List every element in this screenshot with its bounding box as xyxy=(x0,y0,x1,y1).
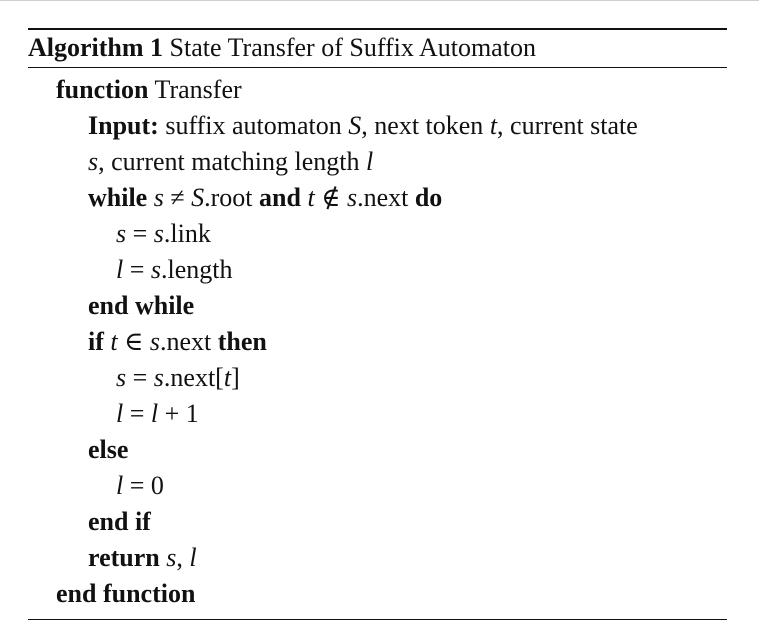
var-s: s xyxy=(153,183,164,212)
input-text-1: suffix automaton xyxy=(165,111,349,140)
keyword-if: if xyxy=(88,327,104,356)
field-length: .length xyxy=(161,255,233,284)
op-in: ∈ xyxy=(117,327,150,356)
line-while: while s ≠ S.root and t ∉ s.next do xyxy=(28,180,727,216)
line-assign-length: l = s.length xyxy=(28,252,727,288)
input-text-4: , current matching length xyxy=(98,147,366,176)
algorithm-top-rule xyxy=(28,28,727,30)
line-assign-increment: l = l + 1 xyxy=(28,396,727,432)
op-eq-zero: = 0 xyxy=(123,471,164,500)
algorithm-bottom-rule xyxy=(28,619,727,620)
field-next-index: .next[ xyxy=(163,363,224,392)
keyword-and: and xyxy=(259,183,301,212)
line-end-function: end function xyxy=(28,576,727,612)
field-next: .next xyxy=(160,327,218,356)
line-if: if t ∈ s.next then xyxy=(28,324,727,360)
var-l: l xyxy=(150,399,159,428)
line-assign-next: s = s.next[t] xyxy=(28,360,727,396)
algorithm-box: Algorithm 1 State Transfer of Suffix Aut… xyxy=(28,28,727,620)
algorithm-title: State Transfer of Suffix Automaton xyxy=(169,33,536,62)
op-eq: = xyxy=(123,399,151,428)
var-S: S xyxy=(191,183,205,212)
op-notin: ∉ xyxy=(314,183,347,212)
var-t: t xyxy=(110,327,118,356)
var-s: s xyxy=(346,183,358,212)
var-l: l xyxy=(189,543,197,572)
var-l: l xyxy=(365,147,374,176)
var-s: s xyxy=(153,363,164,392)
op-neq: ≠ xyxy=(163,183,192,212)
line-function-header: function Transfer xyxy=(28,72,727,108)
algorithm-caption-rule xyxy=(28,67,727,68)
keyword-end-while: end while xyxy=(88,291,195,320)
keyword-function: function xyxy=(56,75,149,104)
field-next: .next xyxy=(357,183,415,212)
var-l: l xyxy=(116,471,124,500)
line-end-if: end if xyxy=(28,504,727,540)
algorithm-body: function Transfer Input: suffix automato… xyxy=(28,68,727,619)
line-end-while: end while xyxy=(28,288,727,324)
op-eq: = xyxy=(126,363,154,392)
var-s: s xyxy=(149,327,160,356)
keyword-else: else xyxy=(88,435,129,464)
line-return: return s, l xyxy=(28,540,727,576)
algorithm-label: Algorithm 1 xyxy=(28,33,164,62)
var-t: t xyxy=(307,183,315,212)
page-top-divider xyxy=(0,0,759,1)
op-eq: = xyxy=(126,219,154,248)
line-input-1: Input: suffix automaton S, next token t,… xyxy=(28,108,727,144)
var-s: s xyxy=(153,219,164,248)
keyword-end-if: end if xyxy=(88,507,151,536)
comma: , xyxy=(176,543,190,572)
keyword-input: Input: xyxy=(88,111,159,140)
line-assign-zero: l = 0 xyxy=(28,468,727,504)
bracket-close: ] xyxy=(231,363,240,392)
line-assign-link: s = s.link xyxy=(28,216,727,252)
var-s: s xyxy=(116,219,127,248)
op-eq: = xyxy=(123,255,151,284)
var-t: t xyxy=(223,363,232,392)
var-l: l xyxy=(116,255,124,284)
var-t: t xyxy=(489,111,498,140)
var-s: s xyxy=(166,543,177,572)
line-else: else xyxy=(28,432,727,468)
input-text-3: , current state xyxy=(497,111,638,140)
keyword-return: return xyxy=(88,543,160,572)
field-link: .link xyxy=(163,219,211,248)
keyword-then: then xyxy=(217,327,267,356)
keyword-end-function: end function xyxy=(56,579,196,608)
line-input-2: s, current matching length l xyxy=(28,144,727,180)
input-text-2: , next token xyxy=(361,111,490,140)
var-S: S xyxy=(348,111,362,140)
var-l: l xyxy=(116,399,124,428)
field-root: .root xyxy=(204,183,260,212)
var-s: s xyxy=(150,255,162,284)
op-plus-one: + 1 xyxy=(158,399,199,428)
var-s: s xyxy=(88,147,99,176)
keyword-while: while xyxy=(88,183,148,212)
keyword-do: do xyxy=(414,183,443,212)
var-s: s xyxy=(116,363,127,392)
algorithm-caption: Algorithm 1 State Transfer of Suffix Aut… xyxy=(28,30,727,67)
function-name: Transfer xyxy=(154,75,242,104)
